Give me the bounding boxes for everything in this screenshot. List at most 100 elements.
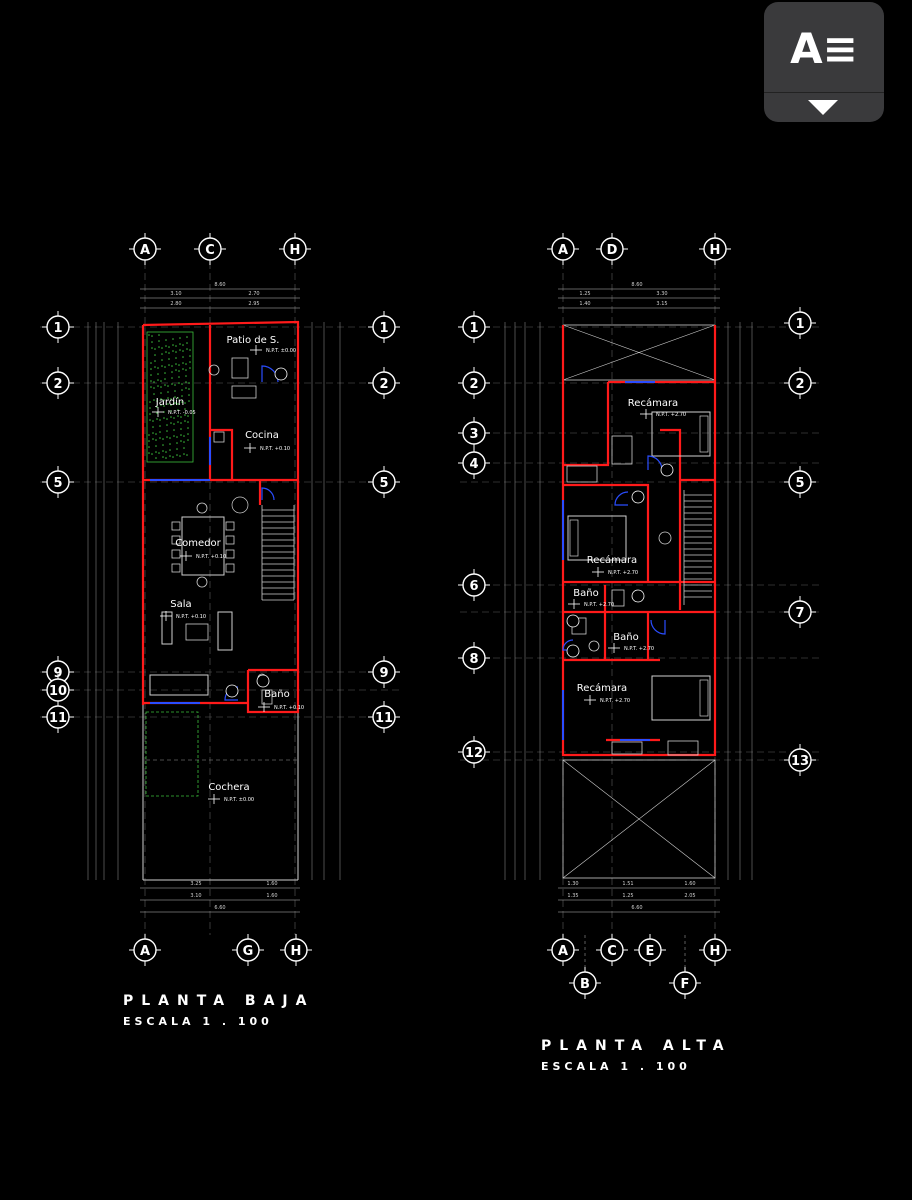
garden-dot [177,409,179,411]
garden-dot [177,421,179,423]
garden-dot [150,362,152,364]
pillow [569,519,579,557]
axis-bubble-label: A [140,243,150,258]
axis-bubble-circle [46,315,70,339]
window-tag [631,589,645,603]
axis-bubble-a: A [129,934,161,966]
axis-bubble-label: H [710,243,721,258]
tv-console [161,611,173,645]
garden-dot [166,424,168,426]
garden-dot [163,399,165,401]
axis-bubble-label: 7 [795,606,804,621]
garden-dot [170,410,172,412]
npt-marker: N.P.T. ±0.00 [250,345,296,355]
axis-bubble-circle [600,237,624,261]
garden-dot [184,402,186,404]
axis-bubble-circle [372,371,396,395]
garden-dot [170,416,172,418]
garden-dot [155,433,157,435]
garden-dot [156,406,158,408]
garden-dot [154,360,156,362]
axis-bubble-label: B [580,977,590,992]
garden-dot [166,436,168,438]
garden-dot [157,373,159,375]
garden-dot [152,432,154,434]
garden-dot [165,351,167,353]
axis-bubble-circle [462,646,486,670]
roof-void-bottom [562,759,716,879]
axis-bubble-label: C [607,944,617,959]
door-swing [650,619,666,635]
garden-dot [172,350,174,352]
garden-dot [163,417,165,419]
garden-dot [182,344,184,346]
axis-bubble-circle [788,748,812,772]
dimension-label: 2.80 [170,301,181,307]
npt-label: N.P.T. +2.70 [600,698,630,704]
room-label: Baño [613,632,638,643]
garden-dot [160,404,162,406]
dimension-label: 1.51 [622,881,633,887]
garden-dot [165,339,167,341]
garden-dot [173,429,175,431]
garden-dot [162,438,164,440]
dimension-label: 1.25 [622,893,633,899]
axis-bubble-circle [703,237,727,261]
garden-dot [175,369,177,371]
axis-bubble-h: H [699,233,731,265]
garden-dot [150,380,152,382]
axis-bubble-circle [372,705,396,729]
dimension-label: 1.40 [579,301,590,307]
garden-dot [158,346,160,348]
axis-bubble-row-13-right: 13 [784,744,816,776]
axis-bubble-label: C [205,243,215,258]
axis-bubble-circle [198,237,222,261]
garden-dot [182,362,184,364]
axis-bubble-label: F [681,977,690,992]
garden-dot [171,371,173,373]
axis-bubble-circle [788,371,812,395]
axis-bubble-row-1-right: 1 [368,311,400,343]
garden-dot [183,441,185,443]
axis-bubble-label: 6 [469,579,478,594]
garden-dot [168,364,170,366]
axis-bubble-label: 5 [379,476,388,491]
window-tag [274,367,288,381]
sofa [149,674,209,696]
outer-wall-right [142,320,300,670]
planta-alta-title-block: PLANTA ALTA ESCALA 1 . 100 [541,1038,732,1073]
door-swing [261,487,275,501]
axis-bubble-row-2-right: 2 [368,367,400,399]
garden-dot [155,445,157,447]
garden-dot [148,446,150,448]
garden-dot [171,377,173,379]
garden-dot [165,457,167,459]
garden-dot [162,456,164,458]
dimension-label: 1.60 [266,881,277,887]
garden-dot [148,334,150,336]
npt-label: N.P.T. -0.05 [168,410,196,416]
axis-bubble-row-10: 10 [42,674,74,706]
axis-bubble-label: G [243,944,254,959]
dimension-label: 2.70 [248,291,259,297]
garden-dot [181,383,183,385]
dining-chair [171,521,181,531]
room-label: Patio de S. [227,335,280,346]
room-label: Recámara [577,682,627,694]
garden-dot [161,365,163,367]
garden-dot [152,438,154,440]
garden-dot [150,374,152,376]
dimension-label: 1.60 [266,893,277,899]
reader-mode-button[interactable]: A≡ [764,2,884,122]
axis-bubble-f: F [669,967,701,999]
axis-bubble-label: 10 [49,684,67,699]
room-label: Baño [573,588,598,599]
axis-bubble-label: 1 [795,317,804,332]
garden-dot [185,369,187,371]
axis-bubble-label: H [291,944,302,959]
garden-dot [159,419,161,421]
room-label: Sala [170,599,191,610]
axis-bubble-row-5: 5 [42,466,74,498]
